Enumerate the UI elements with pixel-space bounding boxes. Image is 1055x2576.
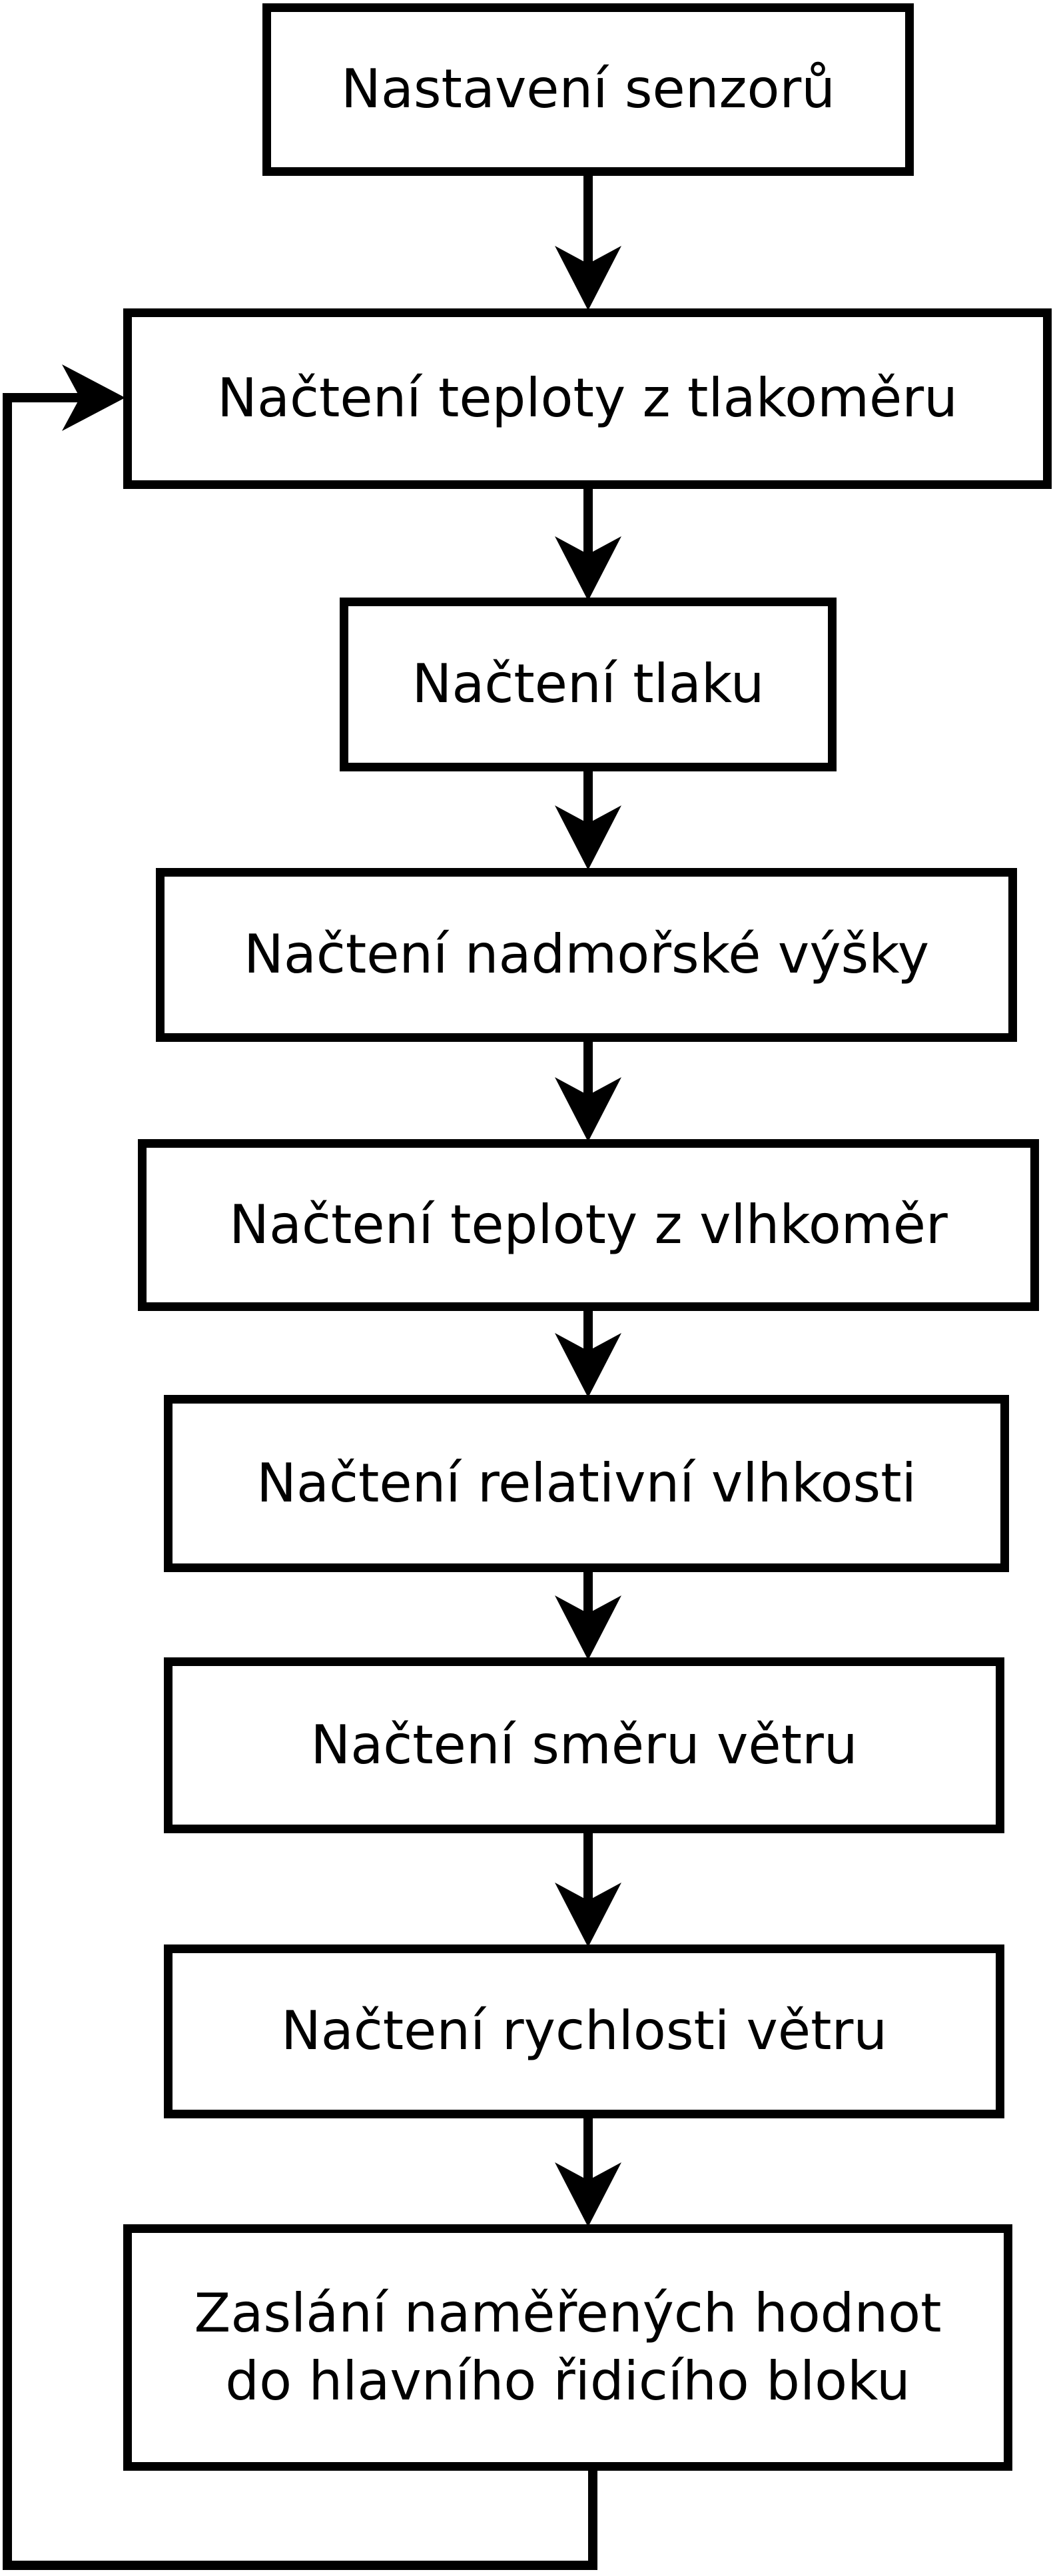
flow-box-label: Načtení teploty z tlakoměru <box>217 367 958 430</box>
flow-box-nacteni-tlaku: Načtení tlaku <box>340 598 837 771</box>
flow-box-nacteni-relativni-vlhkosti: Načtení relativní vlhkosti <box>164 1395 1009 1572</box>
flow-box-nastaveni-senzoru: Nastavení senzorů <box>262 3 914 176</box>
flow-box-label: Zaslání naměřených hodnot do hlavního ři… <box>188 2280 948 2416</box>
flow-box-label: Načtení tlaku <box>412 653 765 715</box>
arrow-down-setup-to-read-temp-pressure <box>555 172 621 310</box>
arrow-down-read-altitude-to-read-temp-humidity <box>555 1037 621 1142</box>
flow-box-label-line-1: Zaslání naměřených hodnot <box>194 2282 942 2344</box>
flow-box-nacteni-teploty-z-vlhkomer: Načtení teploty z vlhkoměr <box>138 1139 1039 1311</box>
flow-box-nacteni-teploty-z-tlakomeru: Načtení teploty z tlakoměru <box>123 308 1052 489</box>
flow-box-label-line-2: do hlavního řidicího bloku <box>225 2350 910 2412</box>
flow-box-label: Načtení nadmořské výšky <box>243 923 930 986</box>
flow-box-zaslani-namerenych-hodnot: Zaslání naměřených hodnot do hlavního ři… <box>123 2224 1012 2471</box>
flow-box-nacteni-nadmorske-vysky: Načtení nadmořské výšky <box>156 868 1017 1042</box>
arrow-down-read-wind-speed-to-send-values <box>555 2113 621 2227</box>
flow-box-nacteni-rychlosti-vetru: Načtení rychlosti větru <box>164 1944 1004 2118</box>
arrow-down-read-temp-humidity-to-read-rel-humidity <box>555 1306 621 1398</box>
flow-box-label: Načtení teploty z vlhkoměr <box>229 1193 948 1256</box>
loop-back-arrowhead <box>62 364 125 431</box>
flow-box-label: Načtení směru větru <box>310 1713 858 1776</box>
flow-box-nacteni-smeru-vetru: Načtení směru větru <box>164 1657 1004 1833</box>
arrow-down-read-temp-pressure-to-read-pressure <box>555 484 621 601</box>
loop-back-connector <box>3 364 597 2570</box>
flow-box-label: Načtení rychlosti větru <box>280 2000 888 2062</box>
flow-box-label: Nastavení senzorů <box>341 58 835 121</box>
arrow-down-read-wind-dir-to-read-wind-speed <box>555 1828 621 1947</box>
flow-box-label: Načtení relativní vlhkosti <box>256 1452 916 1514</box>
arrow-down-read-pressure-to-read-altitude <box>555 766 621 870</box>
arrow-down-read-rel-humidity-to-read-wind-dir <box>555 1567 621 1660</box>
